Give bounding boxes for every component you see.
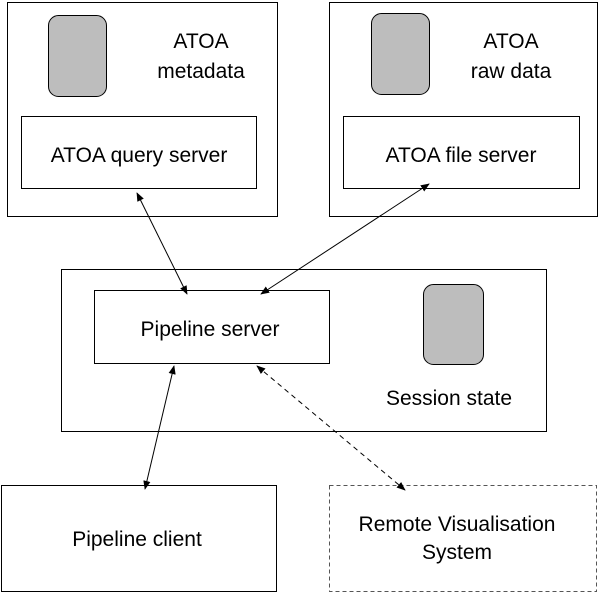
metadata-store-icon: [48, 15, 107, 97]
pipeline-client-box: [1, 485, 277, 592]
pipeline-server-label: Pipeline server: [141, 318, 280, 341]
query-server-label: ATOA query server: [51, 144, 228, 167]
file-server-label: ATOA file server: [386, 144, 537, 167]
metadata-title-line1: ATOA: [173, 30, 228, 53]
pipeline-server-box: [94, 290, 330, 364]
remote-visualisation-system: Remote Visualisation System: [329, 485, 597, 592]
remote-visualisation-box: [329, 485, 597, 592]
pipeline-client: Pipeline client: [1, 485, 277, 592]
pipeline-container: Pipeline server Session state: [61, 269, 547, 432]
remote-visualisation-label-line2: System: [422, 541, 492, 564]
pipeline-to-client-connector: [143, 365, 176, 490]
query-server-box: [21, 116, 257, 189]
remote-visualisation-label-line1: Remote Visualisation: [359, 513, 556, 536]
metadata-container: ATOA metadata ATOA query server: [7, 2, 278, 217]
pipeline-client-label: Pipeline client: [72, 528, 202, 551]
rawdata-store-icon: [371, 13, 430, 95]
rawdata-title-line2: raw data: [471, 60, 552, 83]
rawdata-container: ATOA raw data ATOA file server: [329, 2, 598, 217]
file-to-pipeline-connector: [260, 183, 430, 295]
session-state-store-icon: [423, 284, 484, 365]
metadata-title-line2: metadata: [157, 60, 245, 83]
query-to-pipeline-connector: [136, 192, 188, 295]
session-state-label: Session state: [386, 387, 512, 410]
rawdata-title-line1: ATOA: [483, 30, 538, 53]
file-server-box: [343, 116, 580, 189]
